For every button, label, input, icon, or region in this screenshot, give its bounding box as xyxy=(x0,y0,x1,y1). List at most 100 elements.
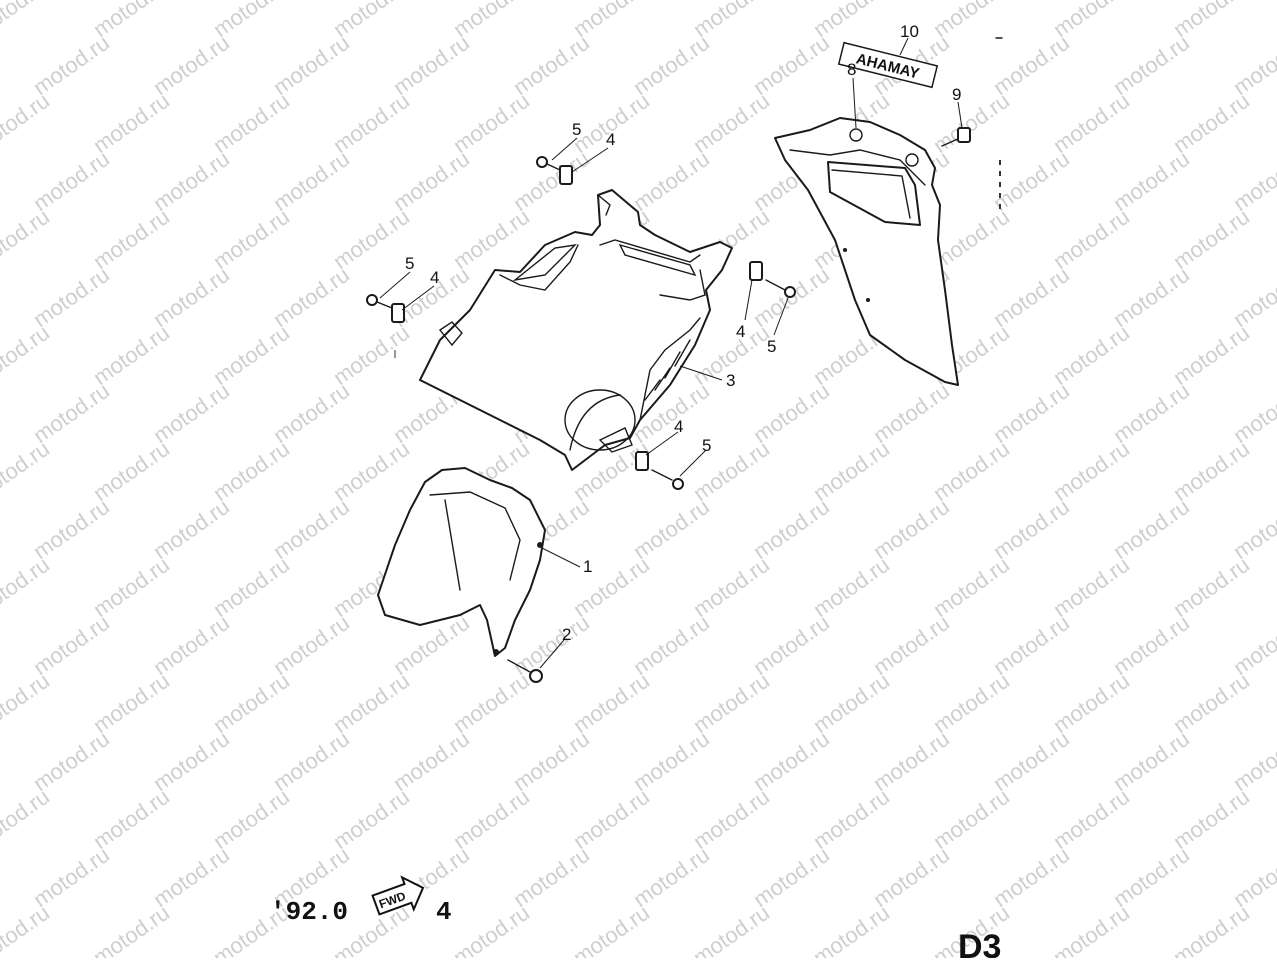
watermark-text: motod.ru xyxy=(989,726,1074,796)
part-8-side-cover xyxy=(774,117,959,386)
callout-9: 9 xyxy=(952,85,961,104)
watermark-text: motod.ru xyxy=(989,262,1074,332)
watermark-text: motod.ru xyxy=(329,668,414,738)
watermark-text: motod.ru xyxy=(449,784,534,854)
watermark-text: motod.ru xyxy=(629,842,714,912)
watermark-text: motod.ru xyxy=(1169,88,1254,158)
watermark-text: motod.ru xyxy=(209,436,294,506)
page-id: D3 xyxy=(958,928,1001,958)
watermark-text: motod.ru xyxy=(749,610,834,680)
callout-1: 1 xyxy=(583,557,592,576)
watermark-text: motod.ru xyxy=(269,726,354,796)
watermark-text: motod.ru xyxy=(89,552,174,622)
watermark-text: motod.ru xyxy=(749,494,834,564)
callout-5: 5 xyxy=(572,120,581,139)
watermark-text: motod.ru xyxy=(269,494,354,564)
callout-10: 10 xyxy=(900,22,919,41)
watermark-text: motod.ru xyxy=(89,204,174,274)
watermark-text: motod.ru xyxy=(149,726,234,796)
watermark-text: motod.ru xyxy=(1049,88,1134,158)
watermark-text: motod.ru xyxy=(629,494,714,564)
watermark-text: motod.ru xyxy=(749,30,834,100)
callout-3: 3 xyxy=(726,371,735,390)
watermark-text: motod.ru xyxy=(0,436,54,506)
watermark-text: motod.ru xyxy=(1049,784,1134,854)
watermark-text: motod.ru xyxy=(149,610,234,680)
watermark-text: motod.ru xyxy=(29,30,114,100)
callout-5: 5 xyxy=(405,254,414,273)
watermark-text: motod.ru xyxy=(1109,726,1194,796)
watermark-text: motod.ru xyxy=(869,726,954,796)
watermark-text: motod.ru xyxy=(1109,842,1194,912)
watermark-text: motod.ru xyxy=(269,30,354,100)
watermark-text: motod.ru xyxy=(1049,668,1134,738)
watermark-text: motod.ru xyxy=(29,262,114,332)
watermark-text: motod.ru xyxy=(0,204,54,274)
watermark-text: motod.ru xyxy=(809,552,894,622)
callout-4: 4 xyxy=(736,322,745,341)
callouts: 5 4 5 4 4 5 3 4 5 1 2 8 9 10 xyxy=(405,22,961,644)
watermark-text: motod.ru xyxy=(209,668,294,738)
bolt-icon xyxy=(941,127,971,147)
watermark-text: motod.ru xyxy=(569,900,654,958)
watermark-text: motod.ru xyxy=(449,88,534,158)
watermark-text: motod.ru xyxy=(209,88,294,158)
watermark-text: motod.ru xyxy=(329,784,414,854)
watermark-text: motod.ru xyxy=(1109,494,1194,564)
watermark-text: motod.ru xyxy=(509,610,594,680)
watermark-text: motod.ru xyxy=(329,320,414,390)
watermark-text: motod.ru xyxy=(329,204,414,274)
watermark-text: motod.ru xyxy=(1109,146,1194,216)
bolt-icon xyxy=(536,156,561,171)
watermark-text: motod.ru xyxy=(0,88,54,158)
watermark-text: motod.ru xyxy=(0,552,54,622)
watermark-text: motod.ru xyxy=(629,146,714,216)
watermark-text: motod.ru xyxy=(269,262,354,332)
callout-4: 4 xyxy=(674,417,683,436)
watermark-text: motod.ru xyxy=(149,378,234,448)
watermark-text: motod.ru xyxy=(0,784,54,854)
watermark-text: motod.ru xyxy=(209,204,294,274)
watermark-text: motod.ru xyxy=(89,88,174,158)
watermark-text: motod.ru xyxy=(89,784,174,854)
watermark-text: motod.ru xyxy=(929,668,1014,738)
watermark-text: motod.ru xyxy=(89,900,174,958)
watermark-text: motod.ru xyxy=(29,494,114,564)
callout-4: 4 xyxy=(430,268,439,287)
watermark-text: motod.ru xyxy=(89,436,174,506)
watermark-text: motod.ru xyxy=(29,146,114,216)
watermark-text: motod.ru xyxy=(449,900,534,958)
watermark-text: motod.ru xyxy=(569,784,654,854)
watermark-text: motod.ru xyxy=(809,784,894,854)
watermark-text: motod.ru xyxy=(0,668,54,738)
watermark-text: motod.ru xyxy=(809,668,894,738)
watermark-text: motod.ru xyxy=(1169,668,1254,738)
watermark-text: motod.ru xyxy=(989,30,1074,100)
watermark-text: motod.ru xyxy=(869,842,954,912)
watermark-text: motod.ru xyxy=(1109,378,1194,448)
watermark-text: motod.ru xyxy=(929,436,1014,506)
watermark-text: motod.ru xyxy=(269,378,354,448)
watermark-text: motod.ru xyxy=(1049,900,1134,958)
callout-8: 8 xyxy=(847,60,856,79)
callout-5: 5 xyxy=(702,436,711,455)
watermark-text: motod.ru xyxy=(29,726,114,796)
watermark-text: motod.ru xyxy=(689,900,774,958)
part-3-under-cowl xyxy=(419,189,733,471)
bolt-icon xyxy=(366,294,393,309)
watermark-text: motod.ru xyxy=(1109,262,1194,332)
clip-nut-icon xyxy=(749,261,763,281)
watermark-text: motod.ru xyxy=(689,784,774,854)
watermark-text: motod.ru xyxy=(989,378,1074,448)
clip-nut-icon xyxy=(391,303,405,323)
part-1-front-panel xyxy=(377,467,546,657)
watermark-text: motod.ru xyxy=(869,610,954,680)
watermark-text: motod.ru xyxy=(1169,204,1254,274)
watermark-text: motod.ru xyxy=(149,146,234,216)
watermark-text: motod.ru xyxy=(509,726,594,796)
watermark-text: motod.ru xyxy=(809,436,894,506)
watermark-text: motod.ru xyxy=(929,88,1014,158)
watermark-text: motod.ru xyxy=(29,842,114,912)
